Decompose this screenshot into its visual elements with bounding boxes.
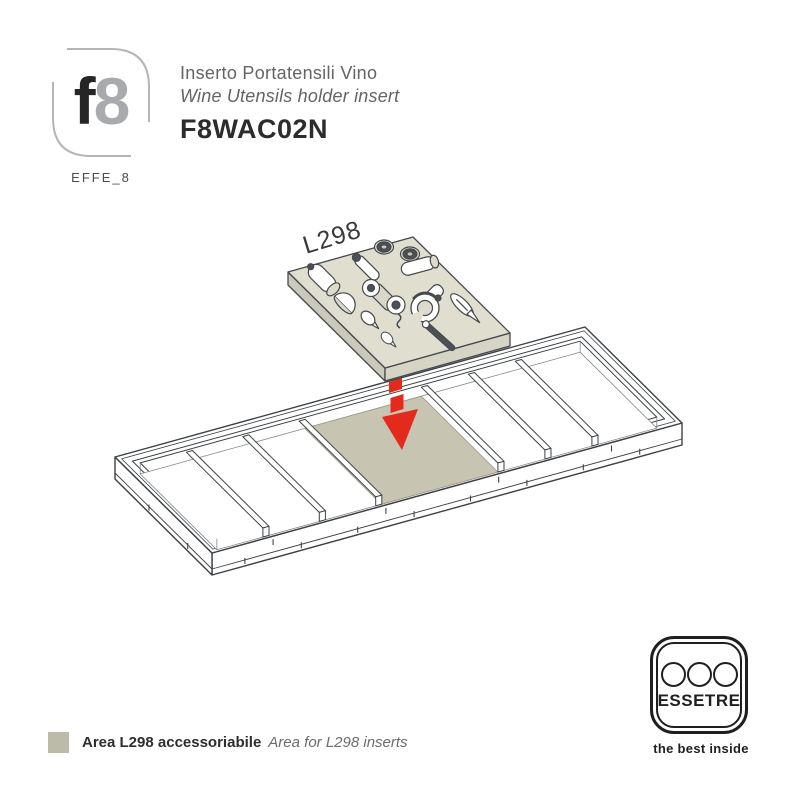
logo-letter-8: 8 [93, 64, 131, 138]
divider-front [262, 525, 270, 538]
dome-stopper [333, 292, 356, 315]
product-title-italian: Inserto Portatensili Vino [180, 63, 378, 83]
arrow-head [382, 409, 418, 450]
essetre-circles [660, 661, 738, 687]
legend-color-swatch [48, 732, 69, 753]
essetre-logo: ESSETRE the best inside [650, 636, 752, 756]
drawer-line [211, 438, 683, 570]
tray-utensils [307, 239, 481, 352]
divider-front [318, 510, 326, 522]
essetre-tagline: the best inside [653, 741, 749, 756]
logo-letter-f: f [73, 64, 96, 138]
divider-front [591, 434, 599, 447]
divider-front [544, 447, 552, 460]
legend-label-english: Area for L298 inserts [268, 734, 408, 751]
foil-cutter [450, 293, 481, 324]
essetre-name: ESSETRE [657, 690, 741, 710]
drop-stopper [360, 310, 380, 330]
wine-pourer [400, 254, 440, 276]
logo-arc-bottom-left [52, 82, 131, 157]
technical-illustration: L298 [114, 216, 683, 576]
arrow-dash [390, 394, 404, 413]
drop-stopper [380, 331, 397, 348]
essetre-logo-box: ESSETRE [650, 636, 748, 734]
legend-text: Area L298 accessoriabile Area for L298 in… [82, 734, 408, 751]
essetre-circle [660, 661, 686, 687]
divider-front [375, 494, 383, 507]
essetre-circle [712, 661, 738, 687]
f8-logo-frame [52, 48, 150, 157]
f8-logo-letters: f8 [45, 56, 157, 146]
insert-tray: L298 [287, 216, 511, 382]
champagne-sealer [406, 291, 442, 330]
corkscrew [351, 252, 406, 329]
legend-label-italian: Area L298 accessoriabile [82, 734, 262, 751]
legend: Area L298 accessoriabile Area for L298 in… [48, 732, 408, 753]
essetre-circle [686, 661, 712, 687]
rim-edge-line [121, 330, 676, 550]
f8-logo: f8 [45, 42, 157, 164]
divider-front [497, 460, 505, 473]
bar-opener [421, 320, 456, 352]
drawer-line [114, 472, 213, 570]
brand-name: EFFE_8 [71, 170, 131, 185]
brand-block: f8 EFFE_8 [45, 42, 165, 185]
product-code: F8WAC02N [180, 114, 329, 144]
essetre-logo-box-inner: ESSETRE [656, 642, 742, 728]
arrow-dash [389, 378, 402, 393]
drawer-frame [114, 326, 683, 576]
title-block: Inserto Portatensili Vino Wine Utensils … [180, 62, 399, 145]
bottle-stopper-knob [399, 246, 421, 262]
logo-arc-top-right [67, 48, 150, 122]
bottle-stopper-knob [373, 239, 395, 255]
product-title-english: Wine Utensils holder insert [180, 86, 400, 106]
bottle-stopper [307, 263, 341, 297]
